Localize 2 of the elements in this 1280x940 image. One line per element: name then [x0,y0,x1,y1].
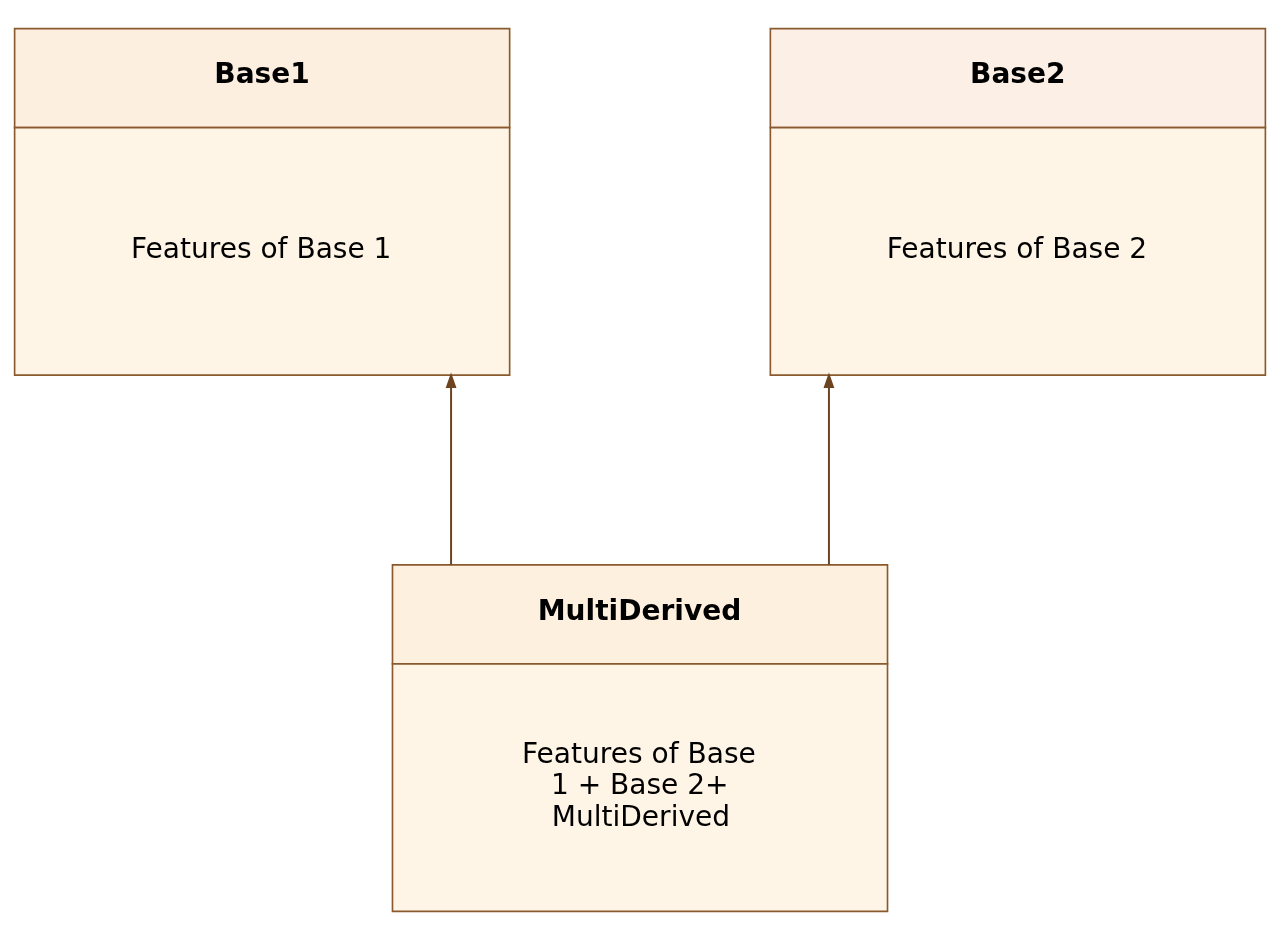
arrow [823,372,835,566]
arrow [445,372,457,566]
